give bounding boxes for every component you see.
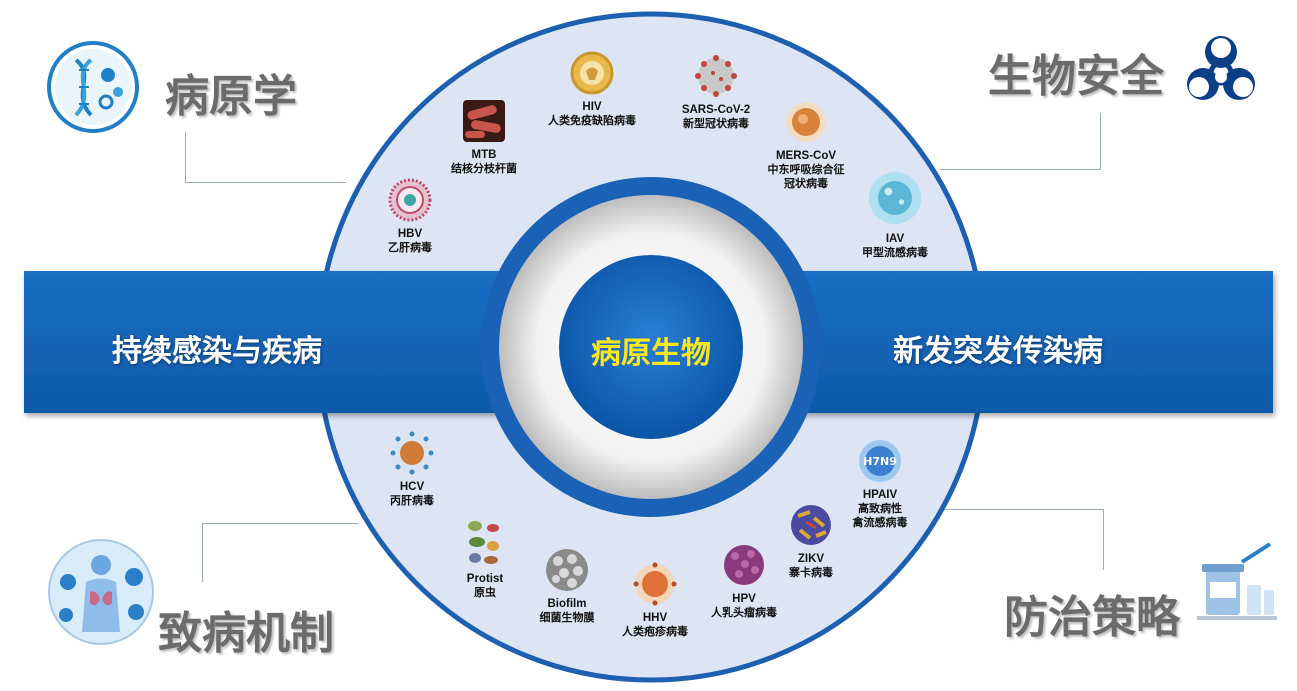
pathogen-hpaiv: H7N9 HPAIV 高致病性 禽流感病毒	[805, 438, 955, 530]
pathogen-mtb: MTB 结核分枝杆菌	[409, 98, 559, 176]
center-label: 病原生物	[591, 336, 711, 371]
pathogen-hhv: HHV 人类疱疹病毒	[580, 561, 730, 639]
mtb-bacteria-icon	[463, 100, 505, 142]
pathogen-biofilm: Biofilm 细菌生物膜	[492, 547, 642, 625]
mers-cov-virus-icon	[786, 102, 826, 142]
connector-top-right	[940, 113, 1101, 170]
hhv-virus-icon	[633, 562, 677, 606]
medicine-icon	[1197, 542, 1277, 620]
dna-icon	[47, 41, 139, 133]
pathogen-hbv: HBV 乙肝病毒	[335, 177, 485, 255]
biofilm-icon	[546, 549, 588, 591]
core-circle	[559, 255, 743, 439]
corner-title-etiology: 病原学	[165, 71, 297, 122]
hpaiv-virus-icon: H7N9	[859, 440, 901, 482]
band-right-label: 新发突发传染病	[893, 334, 1103, 369]
corner-title-biosafety: 生物安全	[988, 51, 1164, 102]
hiv-virus-icon	[570, 51, 614, 95]
pathogen-sars-cov-2: SARS-CoV-2 新型冠状病毒	[641, 53, 791, 131]
band-left-label: 持续感染与疾病	[112, 334, 322, 369]
pathogen-protist: Protist 原虫	[410, 518, 560, 600]
protist-icon	[468, 521, 499, 564]
iav-virus-icon	[868, 171, 922, 225]
pathogen-zikv: ZIKV 寨卡病毒	[736, 502, 886, 580]
pathogen-mers-cov: MERS-CoV 中东呼吸综合征 冠状病毒	[731, 99, 881, 191]
zikv-virus-icon	[791, 505, 831, 545]
hbv-virus-icon	[388, 178, 432, 222]
hpv-virus-icon	[724, 545, 764, 585]
corner-title-prevention: 防治策略	[1004, 592, 1180, 643]
pathogen-hiv: HIV 人类免疫缺陷病毒	[517, 50, 667, 128]
connector-bottom-right	[945, 509, 1104, 570]
human-body-icon	[48, 539, 154, 645]
svg-text:H7N9: H7N9	[863, 455, 897, 468]
hcv-virus-icon	[390, 431, 434, 475]
pathogen-hpv: HPV 人乳头瘤病毒	[669, 542, 819, 620]
connector-bottom-left	[202, 523, 358, 582]
corner-title-pathogenesis: 致病机制	[158, 608, 334, 659]
pathogen-iav: IAV 甲型流感病毒	[820, 168, 970, 260]
connector-top-left	[185, 132, 346, 183]
pathogen-hcv: HCV 丙肝病毒	[337, 430, 487, 508]
sars-cov-2-virus-icon	[695, 55, 737, 97]
biohazard-icon	[1187, 36, 1255, 100]
